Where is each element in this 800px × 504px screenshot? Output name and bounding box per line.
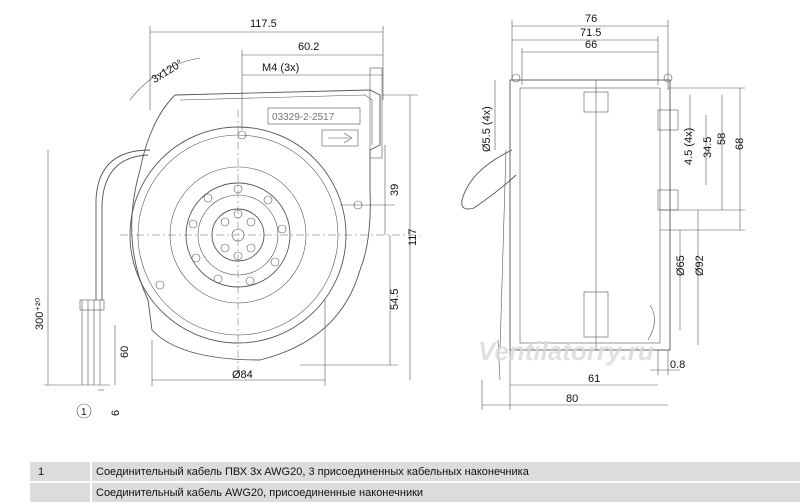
legend-row: 1 Соединительный кабель ПВХ 3x AWG20, 3 …: [30, 462, 800, 481]
dim-6: 6: [110, 410, 122, 416]
dim-34-5: 34.5: [702, 137, 714, 158]
dim-61: 61: [588, 373, 600, 385]
thread-label: M4 (3x): [262, 62, 299, 74]
legend-table: 1 Соединительный кабель ПВХ 3x AWG20, 3 …: [30, 462, 800, 504]
dim-39: 39: [389, 184, 401, 196]
dim-76: 76: [585, 13, 597, 25]
legend-row: Соединительный кабель AWG20, присоединен…: [30, 483, 800, 502]
dim-60-2: 60.2: [298, 41, 319, 53]
dim-0-8: 0.8: [670, 359, 685, 371]
watermark: Ventilatorry.ru: [478, 336, 654, 366]
dim-54-5: 54.5: [389, 289, 401, 310]
dim-71-5: 71.5: [580, 27, 601, 39]
angle-label: 3x120°: [150, 57, 186, 85]
dim-66: 66: [585, 39, 597, 51]
part-number: 03329-2-2517: [272, 112, 335, 123]
dim-d92: Ø92: [694, 255, 706, 276]
dim-hole-4-5: 4.5 (4x): [683, 128, 695, 165]
legend-text: Соединительный кабель AWG20, присоединен…: [90, 483, 800, 502]
dim-117-5: 117.5: [250, 18, 277, 30]
dim-80: 80: [566, 393, 578, 405]
legend-key: 1: [38, 465, 45, 478]
technical-drawing: 117.5 60.2 M4 (3x) 3x120° 03329-2-2517: [34, 13, 746, 419]
dim-hole-5-5: Ø5.5 (4x): [481, 106, 493, 152]
side-view: 76 71.5 66 Ø5.5 (4x) 68 58 34.5: [461, 13, 746, 410]
legend-text: Соединительный кабель ПВХ 3x AWG20, 3 пр…: [90, 462, 800, 481]
dim-68: 68: [734, 138, 746, 150]
dim-cable-length: 300⁺²⁰: [34, 297, 46, 330]
dim-d65: Ø65: [675, 255, 687, 276]
dim-58: 58: [716, 133, 728, 145]
dim-60: 60: [119, 346, 131, 358]
marker-1: 1: [81, 407, 87, 418]
front-view: 117.5 60.2 M4 (3x) 3x120° 03329-2-2517: [34, 18, 420, 419]
dim-d84: Ø84: [232, 369, 253, 381]
dim-117: 117: [407, 228, 419, 246]
